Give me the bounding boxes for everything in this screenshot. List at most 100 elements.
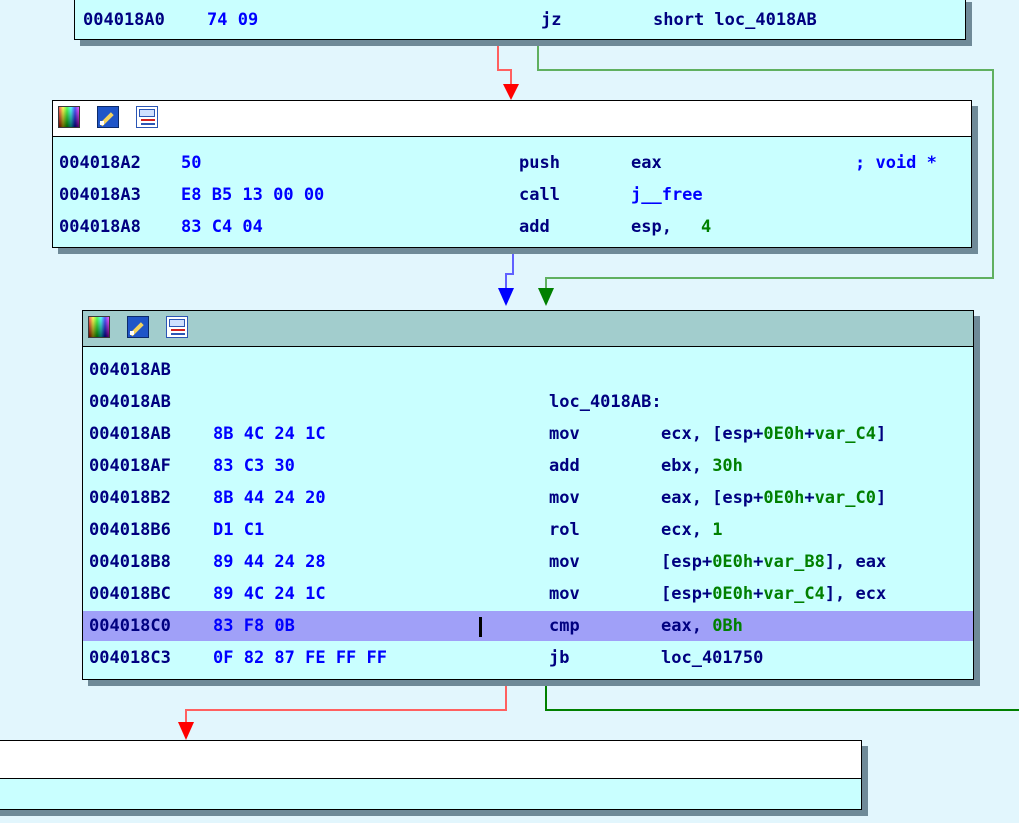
address: 004018AB <box>89 424 171 444</box>
offset-value: 0E0h <box>712 552 754 572</box>
opcode-bytes: 0F 82 87 FE FF FF <box>213 648 387 668</box>
opcode-bytes: 89 44 24 28 <box>213 552 326 572</box>
operand-plus: + <box>804 488 815 508</box>
node-header <box>53 101 971 137</box>
graph-edges <box>178 40 1019 740</box>
asm-row-selected[interactable]: 004018C0 83 F8 0B cmp eax, 0Bh <box>83 611 973 641</box>
graph-overview-icon[interactable] <box>166 316 188 338</box>
mnemonic: jb <box>549 648 570 668</box>
asm-row[interactable]: 004018C3 0F 82 87 FE FF FF jb loc_401750 <box>83 643 973 673</box>
edge-arrowhead-green <box>538 288 554 306</box>
stack-var[interactable]: var_B8 <box>763 552 825 572</box>
edit-pencil-icon[interactable] <box>97 106 119 128</box>
mnemonic: call <box>519 185 560 205</box>
mnemonic: mov <box>549 424 580 444</box>
operand-part: [esp+ <box>661 552 713 572</box>
asm-row[interactable]: 004018AB 8B 4C 24 1C mov ecx, [esp+0E0h+… <box>83 419 973 449</box>
operand-plus: + <box>804 424 815 444</box>
mnemonic: cmp <box>549 616 580 636</box>
edge-arrowhead-red-2 <box>178 722 194 740</box>
operand-group: ebx, 30h <box>661 451 743 481</box>
operand-group: ecx, [esp+0E0h+var_C4] <box>661 419 886 449</box>
asm-row[interactable]: 004018AB <box>83 355 973 385</box>
mnemonic: rol <box>549 520 580 540</box>
operand: esp, <box>631 217 672 237</box>
stack-var[interactable]: var_C4 <box>814 424 876 444</box>
operand-tail: ] <box>875 488 887 508</box>
immediate-value: 4 <box>701 217 712 237</box>
immediate-value: 0Bh <box>712 616 743 636</box>
operand-group: eax, 0Bh <box>661 611 743 641</box>
address: 004018C0 <box>89 616 171 636</box>
asm-row[interactable]: 004018B8 89 44 24 28 mov [esp+0E0h+var_B… <box>83 547 973 577</box>
opcode-bytes: 83 C4 04 <box>181 217 263 237</box>
edge-arrowhead-red <box>503 84 519 100</box>
edit-pencil-icon[interactable] <box>127 316 149 338</box>
mnemonic: mov <box>549 552 580 572</box>
opcode-bytes: 8B 4C 24 1C <box>213 424 326 444</box>
text-cursor <box>479 617 482 637</box>
node-header <box>0 741 861 779</box>
graph-node-bottom[interactable] <box>0 740 862 810</box>
color-palette-icon[interactable] <box>88 316 110 338</box>
graph-overview-icon[interactable] <box>136 106 158 128</box>
mnemonic: mov <box>549 584 580 604</box>
address: 004018A8 <box>59 217 141 237</box>
edge-false-main-to-bottom <box>185 680 507 722</box>
opcode-bytes: 83 F8 0B <box>213 616 295 636</box>
mnemonic: add <box>549 456 580 476</box>
immediate-value: 30h <box>712 456 743 476</box>
offset-value: 0E0h <box>712 584 754 604</box>
opcode-bytes: D1 C1 <box>213 520 265 540</box>
operand-tail: ], ecx <box>824 584 887 604</box>
operand-group: [esp+0E0h+var_C4], ecx <box>661 579 886 609</box>
graph-node-top[interactable]: 004018A0 74 09 jz short loc_4018AB <box>74 0 966 40</box>
opcode-bytes: 50 <box>181 153 202 173</box>
stack-var[interactable]: var_C0 <box>814 488 876 508</box>
operand-plus: + <box>753 552 764 572</box>
asm-row[interactable]: 004018BC 89 4C 24 1C mov [esp+0E0h+var_C… <box>83 579 973 609</box>
stack-var[interactable]: var_C4 <box>763 584 825 604</box>
asm-row[interactable]: 004018AF 83 C3 30 add ebx, 30h <box>83 451 973 481</box>
address: 004018C3 <box>89 648 171 668</box>
operand-group: eax, [esp+0E0h+var_C0] <box>661 483 886 513</box>
address: 004018A0 <box>83 10 165 30</box>
address: 004018A3 <box>59 185 141 205</box>
asm-row[interactable]: 004018A8 83 C4 04 add esp, 4 <box>53 212 971 242</box>
code-label[interactable]: loc_4018AB: <box>549 392 662 412</box>
graph-node-main[interactable]: 004018AB 004018AB loc_4018AB: 004018AB 8… <box>82 310 974 680</box>
opcode-bytes: 89 4C 24 1C <box>213 584 326 604</box>
asm-row[interactable]: 004018A0 74 09 jz short loc_4018AB <box>75 5 965 35</box>
opcode-bytes: E8 B5 13 00 00 <box>181 185 325 205</box>
operand-part: eax, [esp+ <box>661 488 764 508</box>
address: 004018AF <box>89 456 171 476</box>
address: 004018AB <box>89 360 171 380</box>
mnemonic: push <box>519 153 560 173</box>
operand-plus: + <box>753 584 764 604</box>
operand: short loc_4018AB <box>653 10 817 30</box>
operand: eax <box>631 153 662 173</box>
mnemonic: jz <box>541 10 562 30</box>
asm-row[interactable]: 004018B6 D1 C1 rol ecx, 1 <box>83 515 973 545</box>
asm-row[interactable]: 004018A2 50 push eax ; void * <box>53 148 971 178</box>
graph-node-middle[interactable]: 004018A2 50 push eax ; void * 004018A3 E… <box>52 100 972 248</box>
address: 004018AB <box>89 392 171 412</box>
operand-group: ecx, 1 <box>661 515 722 545</box>
address: 004018BC <box>89 584 171 604</box>
address: 004018B2 <box>89 488 171 508</box>
operand-part: [esp+ <box>661 584 713 604</box>
jump-target-label[interactable]: loc_401750 <box>661 648 764 668</box>
color-palette-icon[interactable] <box>58 106 80 128</box>
mnemonic: add <box>519 217 550 237</box>
asm-row[interactable]: 004018A3 E8 B5 13 00 00 call j__free <box>53 180 971 210</box>
offset-value: 0E0h <box>763 424 805 444</box>
asm-row[interactable]: 004018B2 8B 44 24 20 mov eax, [esp+0E0h+… <box>83 483 973 513</box>
asm-row[interactable]: 004018AB loc_4018AB: <box>83 387 973 417</box>
opcode-bytes: 74 09 <box>207 10 259 30</box>
address: 004018A2 <box>59 153 141 173</box>
address: 004018B8 <box>89 552 171 572</box>
opcode-bytes: 83 C3 30 <box>213 456 295 476</box>
operand-tail: ], eax <box>824 552 887 572</box>
function-ref[interactable]: j__free <box>631 185 703 205</box>
edge-arrowhead-blue <box>498 288 514 306</box>
